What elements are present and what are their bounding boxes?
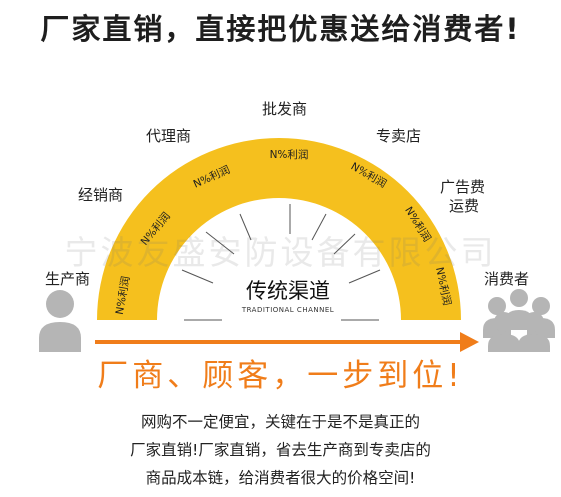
description-line-3: 商品成本链，给消费者很大的价格空间! bbox=[145, 469, 416, 487]
node-consumer: 消费者 bbox=[484, 270, 530, 288]
slogan: 厂商、顾客，一步到位! bbox=[97, 358, 464, 394]
node-producer: 生产商 bbox=[45, 270, 91, 288]
profit-label-4: N%利润 bbox=[270, 148, 309, 161]
person-icon bbox=[39, 290, 81, 352]
direct-arrow bbox=[95, 332, 479, 352]
node-ad-fee: 广告费 bbox=[440, 178, 486, 196]
headline: 厂家直销，直接把优惠送给消费者! bbox=[40, 12, 521, 46]
node-store: 专卖店 bbox=[376, 127, 422, 145]
center-subtitle: TRADITIONAL CHANNEL bbox=[241, 306, 334, 314]
node-agent: 代理商 bbox=[146, 127, 192, 145]
arch-rays bbox=[181, 204, 381, 321]
company-watermark: 宁波友盛安防设备有限公司 bbox=[64, 233, 497, 272]
center-title: 传统渠道 bbox=[246, 279, 330, 303]
profit-arch bbox=[97, 138, 461, 320]
description-line-2: 厂家直销!厂家直销，省去生产商到专卖店的 bbox=[130, 441, 431, 459]
people-group-icon bbox=[483, 289, 555, 352]
node-shipping-fee: 运费 bbox=[449, 197, 480, 215]
description-line-1: 网购不一定便宜，关键在于是不是真正的 bbox=[140, 413, 420, 431]
node-wholesaler: 批发商 bbox=[262, 100, 308, 118]
node-distributor: 经销商 bbox=[78, 186, 124, 204]
